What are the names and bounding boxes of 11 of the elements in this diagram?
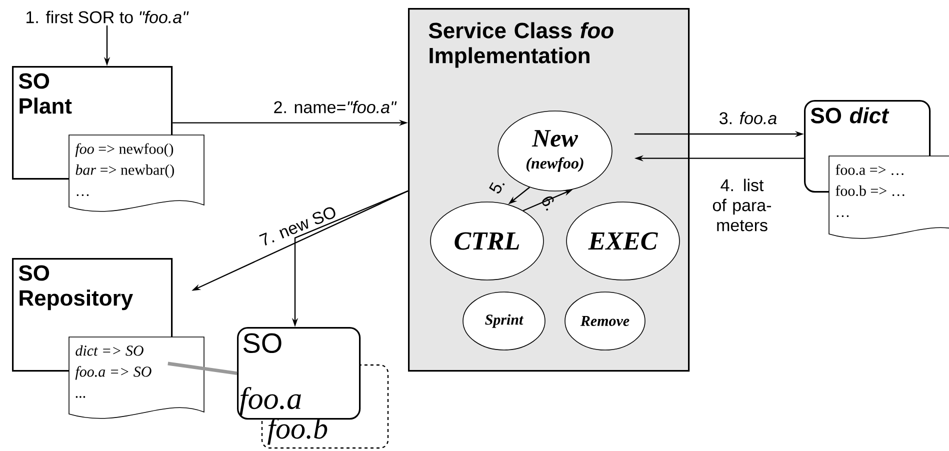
edge-label: 4. list of para- meters xyxy=(712,178,771,232)
connector-line xyxy=(168,362,238,376)
node-label: … xyxy=(836,215,849,217)
object-box: SO foo.a xyxy=(237,327,361,420)
node-label: foo.b => … xyxy=(836,185,904,196)
edge-label: 3. foo.a xyxy=(720,112,777,124)
edge-label: 2. name="foo.a" xyxy=(274,100,397,114)
edge-label: 7. new SO xyxy=(259,207,336,246)
node-label: foo.a => … xyxy=(836,164,904,175)
object-label: foo.b xyxy=(268,417,328,445)
note-text: 1. first SOR to "foo.a" xyxy=(26,10,189,24)
